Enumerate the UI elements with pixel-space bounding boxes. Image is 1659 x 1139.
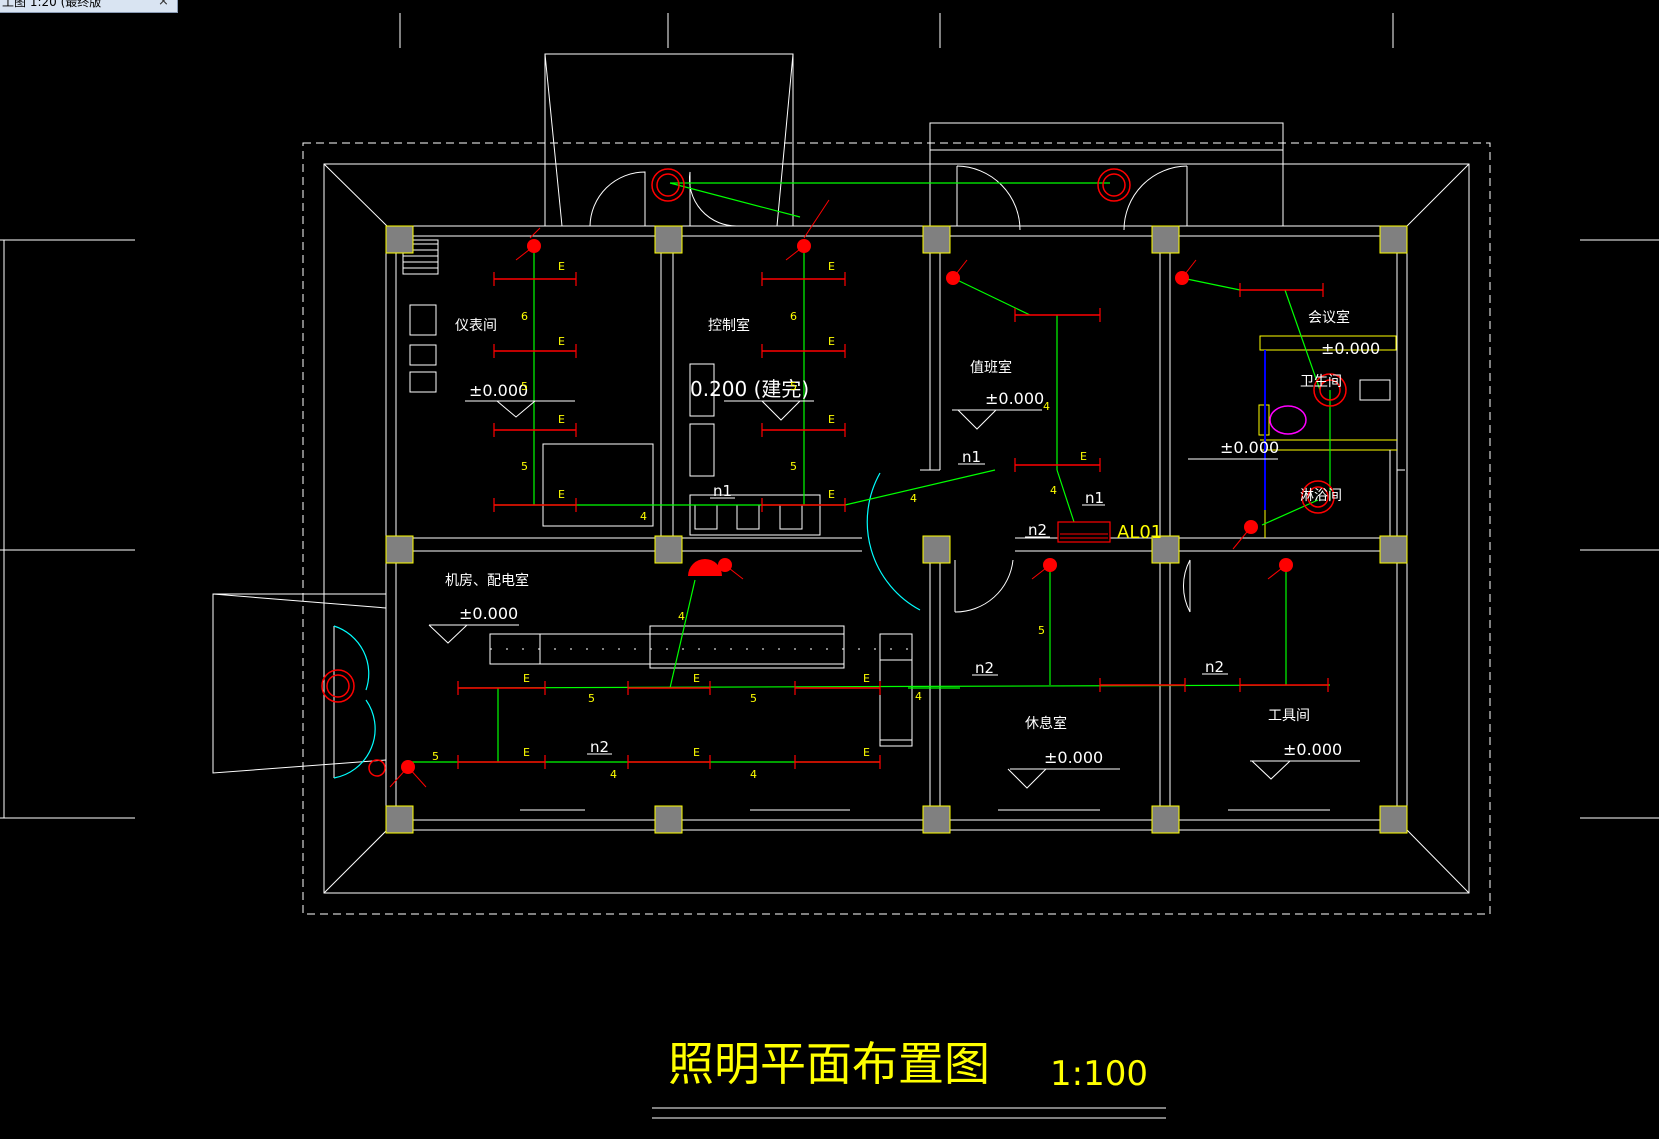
svg-text:E: E (558, 488, 565, 501)
svg-text:5: 5 (790, 380, 797, 393)
room-duty-label: 值班室 (970, 359, 1012, 376)
fixture-end-ticks (457, 272, 1329, 769)
room-toilet-label: 卫生间 (1300, 374, 1342, 390)
building-walls (212, 53, 1408, 831)
svg-text:4: 4 (915, 690, 922, 703)
elev-toilet: ±0.000 (1220, 438, 1279, 457)
svg-text:n1: n1 (1085, 489, 1104, 507)
room-rest-label: 休息室 (1025, 715, 1067, 732)
room-machine-label: 机房、配电室 (445, 572, 529, 589)
elevation-labels: ±0.000 0.200 (建完) ±0.000 ±0.000 ±0.000 ±… (459, 339, 1380, 767)
svg-text:E: E (523, 672, 530, 685)
room-tool-label: 工具间 (1268, 708, 1310, 724)
svg-text:E: E (558, 335, 565, 348)
document-tab[interactable]: 工图 1:20 (最终版 × (0, 0, 178, 13)
elev-rest: ±0.000 (1044, 748, 1103, 767)
drawing-scale: 1:100 (1050, 1054, 1148, 1094)
svg-text:4: 4 (1050, 484, 1057, 497)
room-meeting-label: 会议室 (1308, 309, 1350, 326)
close-icon[interactable]: × (158, 0, 169, 9)
svg-text:E: E (693, 746, 700, 759)
svg-text:E: E (1080, 450, 1087, 463)
ceiling-lights (321, 168, 1347, 777)
svg-text:5: 5 (1038, 624, 1045, 637)
svg-text:n2: n2 (590, 738, 609, 756)
svg-text:4: 4 (640, 510, 647, 523)
document-tab-bar: 工图 1:20 (最终版 × (0, 0, 1659, 13)
svg-text:5: 5 (588, 692, 595, 705)
svg-text:6: 6 (790, 310, 797, 323)
svg-text:n2: n2 (1205, 658, 1224, 676)
title-underline (652, 1107, 1166, 1119)
elev-meeting: ±0.000 (1321, 339, 1380, 358)
svg-text:n2: n2 (1028, 521, 1047, 539)
svg-text:E: E (558, 413, 565, 426)
fixture-marks: E E E E E E E E E E E E E E E (523, 260, 1087, 759)
svg-text:E: E (828, 488, 835, 501)
svg-text:E: E (863, 746, 870, 759)
floor-plan: 仪表间 控制室 值班室 会议室 卫生间 淋浴间 机房、配电室 休息室 工具间 ±… (0, 13, 1659, 1119)
svg-text:n1: n1 (962, 448, 981, 466)
svg-text:E: E (828, 260, 835, 273)
distribution-panel (1057, 521, 1111, 543)
room-shower-label: 淋浴间 (1300, 488, 1342, 504)
wiring-runs (410, 182, 1331, 763)
frame-guides (0, 13, 1659, 819)
circuit-labels: n1 n1 n1 n2 n2 n2 n2 (590, 448, 1224, 756)
svg-text:4: 4 (610, 768, 617, 781)
svg-text:E: E (693, 672, 700, 685)
door-swings (333, 472, 921, 779)
room-labels: 仪表间 控制室 值班室 会议室 卫生间 淋浴间 机房、配电室 休息室 工具间 (445, 309, 1350, 732)
elev-control: 0.200 (建完) (690, 377, 809, 401)
elev-duty: ±0.000 (985, 389, 1044, 408)
wire-count-labels: 6 5 5 6 5 5 4 4 4 4 5 4 5 5 4 5 4 4 (432, 310, 1057, 781)
elev-tool: ±0.000 (1283, 740, 1342, 759)
roof-outline (302, 142, 1491, 915)
svg-text:5: 5 (521, 460, 528, 473)
svg-text:5: 5 (432, 750, 439, 763)
washbasin (1269, 405, 1307, 435)
svg-text:E: E (558, 260, 565, 273)
panel-label: AL01 (1117, 522, 1162, 543)
switch-leads (389, 199, 1287, 788)
svg-text:6: 6 (521, 310, 528, 323)
svg-text:E: E (523, 746, 530, 759)
elev-instrument: ±0.000 (469, 381, 528, 400)
svg-text:5: 5 (750, 692, 757, 705)
svg-text:4: 4 (678, 610, 685, 623)
svg-text:E: E (863, 672, 870, 685)
svg-text:E: E (828, 413, 835, 426)
elevation-markers (428, 400, 1360, 789)
room-instrument-label: 仪表间 (455, 318, 497, 334)
cad-drawing-canvas[interactable]: 仪表间 控制室 值班室 会议室 卫生间 淋浴间 机房、配电室 休息室 工具间 ±… (0, 13, 1659, 1135)
drawing-title: 照明平面布置图 (668, 1037, 990, 1091)
structural-columns (385, 225, 1408, 834)
room-control-label: 控制室 (708, 317, 750, 334)
svg-text:n2: n2 (975, 659, 994, 677)
cable-tray (489, 625, 913, 747)
switches (401, 239, 1293, 774)
light-fixtures (458, 278, 1328, 763)
svg-text:5: 5 (790, 460, 797, 473)
svg-text:4: 4 (1043, 400, 1050, 413)
elev-machine: ±0.000 (459, 604, 518, 623)
document-tab-label: 工图 1:20 (最终版 (2, 0, 102, 9)
svg-text:4: 4 (750, 768, 757, 781)
svg-text:E: E (828, 335, 835, 348)
svg-text:n1: n1 (713, 482, 732, 500)
svg-text:5: 5 (521, 380, 528, 393)
circuit-underlines (587, 463, 1228, 755)
svg-text:4: 4 (910, 492, 917, 505)
